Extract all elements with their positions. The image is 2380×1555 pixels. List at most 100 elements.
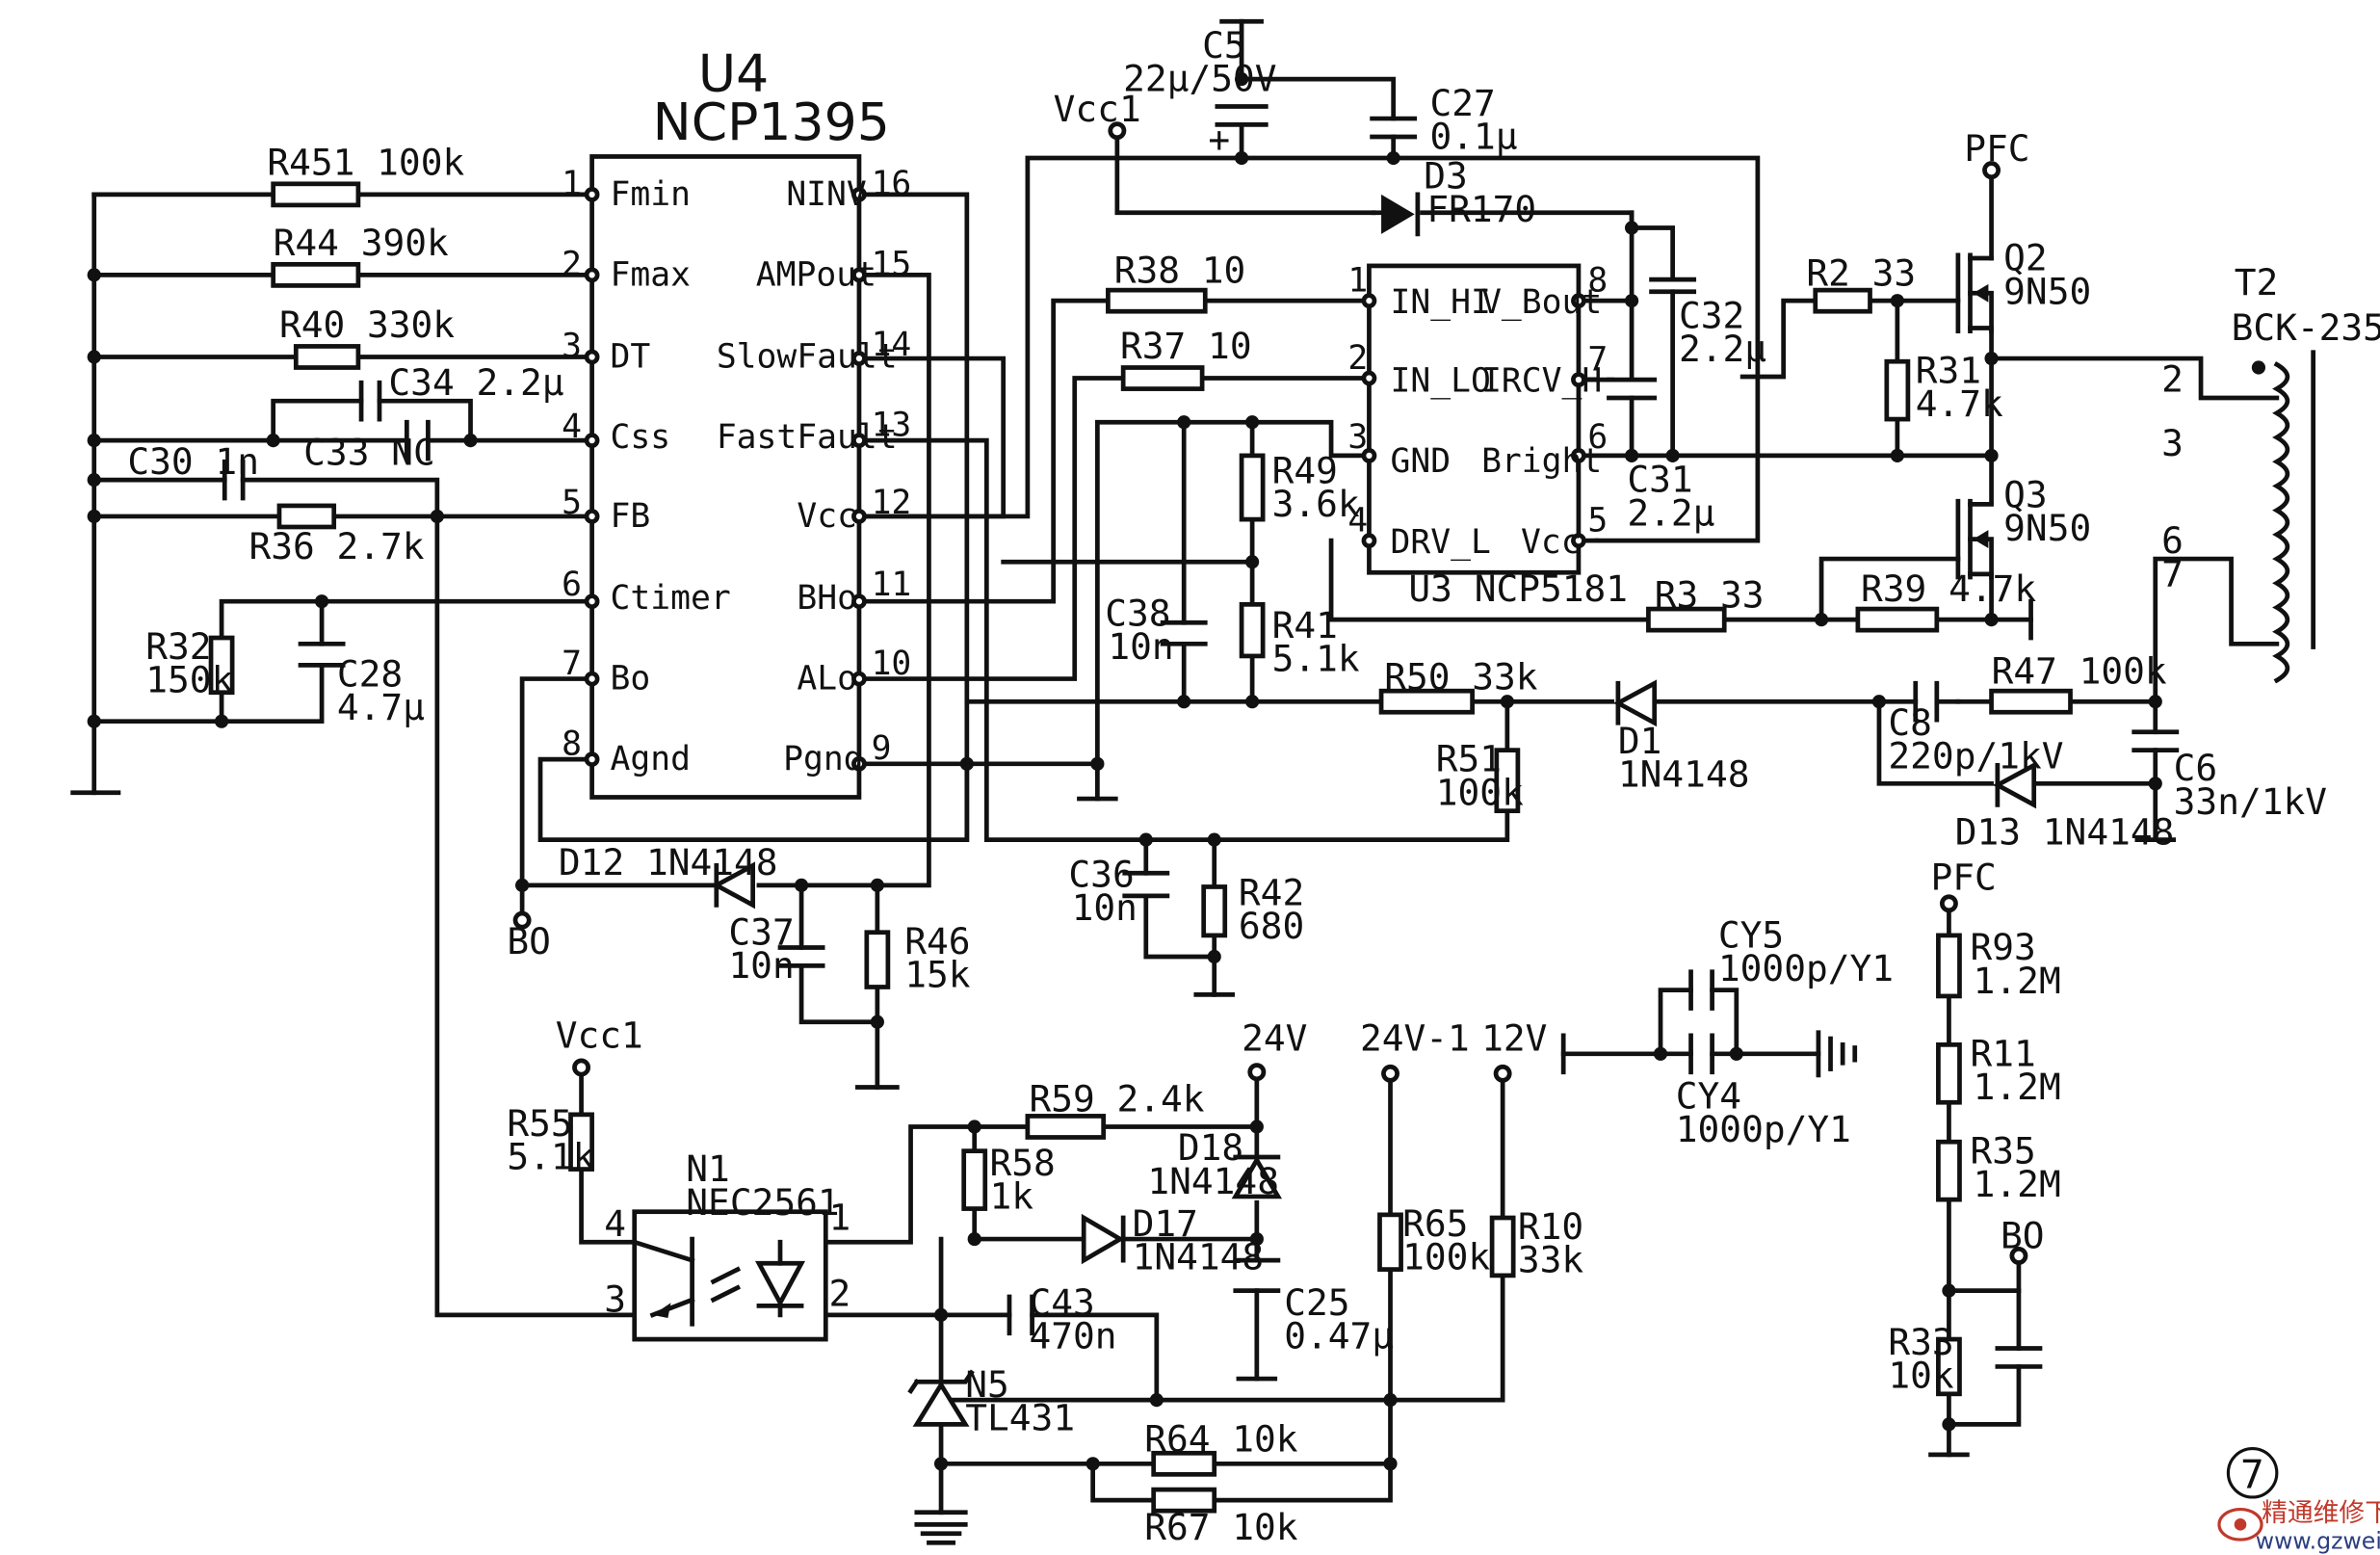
- r33-body: [1936, 1336, 1962, 1397]
- c36-ref: C36: [1068, 853, 1134, 895]
- u4-pin1-name: Fmin: [611, 175, 691, 214]
- d1-ref: D1: [1618, 720, 1662, 762]
- u4-pin14-name: SlowFault: [717, 338, 898, 377]
- v24-label: 24V: [1242, 1017, 1307, 1060]
- d1-body: [1612, 679, 1658, 727]
- page-number-badge: 7: [2226, 1446, 2279, 1499]
- r93-ref: R93: [1971, 926, 2036, 968]
- diodes: [711, 192, 2037, 1427]
- u3-pin8-name: V_Bout: [1481, 283, 1602, 322]
- page-number: 7: [2240, 1452, 2264, 1498]
- u4-pin12-num: 12: [872, 484, 912, 522]
- r39-label: R39 4.7k: [1861, 567, 2036, 610]
- ic-u4: U4 NCP1395 1 Fmin 2 Fmax 3 DT 4 Css 5 FB…: [562, 43, 912, 800]
- v12-terminal: [1493, 1064, 1512, 1083]
- c38-val: 10n: [1108, 625, 1173, 668]
- r47-label: R47 100k: [1992, 649, 2167, 692]
- n5-body: [907, 1369, 975, 1427]
- r40-body: [293, 344, 361, 370]
- r58-ref: R58: [989, 1142, 1055, 1184]
- d13-label: D13 1N4148: [1955, 810, 2175, 853]
- c27-body: [1370, 116, 1418, 140]
- n5-ref: N5: [965, 1363, 1009, 1406]
- r39-body: [1855, 606, 1940, 633]
- r31-body: [1884, 358, 1911, 422]
- c37-body: [777, 945, 825, 968]
- t2-pin-7: 7: [2161, 552, 2184, 594]
- u3-pin1-name: IN_HI: [1391, 283, 1491, 322]
- r10-ref: R10: [1518, 1205, 1583, 1248]
- c37-ref: C37: [728, 910, 794, 953]
- r37-label: R37 10: [1120, 325, 1252, 367]
- c28-body: [298, 641, 346, 668]
- vcc1-top-label: Vcc1: [1054, 88, 1141, 130]
- u4-pin3-name: DT: [611, 338, 651, 377]
- cy5-ref: CY5: [1718, 914, 1784, 957]
- r36-body: [276, 503, 337, 530]
- c37-val: 10n: [728, 944, 794, 987]
- vcc1-top-terminal: [1108, 121, 1127, 141]
- r451-label: R451 100k: [267, 141, 464, 183]
- r10-body: [1489, 1215, 1516, 1278]
- c33-body: [404, 419, 431, 461]
- u3-pin3-name: GND: [1391, 442, 1452, 481]
- r38-label: R38 10: [1114, 249, 1246, 291]
- c38-body: [1160, 619, 1208, 646]
- c27-val: 0.1μ: [1429, 116, 1517, 158]
- u3-pin7-num: 7: [1587, 341, 1608, 380]
- r49-ref: R49: [1272, 449, 1338, 491]
- u4-pin12-name: Vcc: [797, 497, 857, 536]
- bo-left-terminal: [512, 910, 532, 930]
- bo-right-label: BO: [2001, 1215, 2045, 1257]
- u4-pin1-num: 1: [562, 165, 582, 203]
- r50-label: R50 33k: [1384, 656, 1538, 698]
- terminals: [512, 121, 2028, 1265]
- r11-body: [1936, 1041, 1962, 1105]
- n5-val: TL431: [965, 1397, 1075, 1439]
- d17-ref: D17: [1133, 1202, 1198, 1245]
- r51-body: [1494, 748, 1521, 814]
- c8-body: [1913, 680, 1961, 723]
- r3-body: [1646, 606, 1727, 633]
- r40-label: R40 330k: [279, 303, 455, 346]
- watermark: 精通维修下载 www.gzweix.com: [2217, 1498, 2380, 1555]
- c33-label: C33 NC: [303, 431, 435, 473]
- t2-pin-6: 6: [2161, 519, 2184, 562]
- c34-label: C34 2.2μ: [388, 361, 563, 404]
- c8-val: 220p/1kV: [1888, 735, 2063, 778]
- r51-val: 100k: [1436, 771, 1524, 813]
- c6-val: 33n/1kV: [2174, 780, 2327, 823]
- r11-val: 1.2M: [1974, 1066, 2061, 1108]
- optocoupler-n1: [631, 1209, 828, 1342]
- c6-body: [2132, 729, 2180, 752]
- capacitors: +: [222, 104, 2180, 1369]
- u4-ref: U4: [698, 43, 769, 104]
- c5-ref: C5: [1202, 24, 1246, 66]
- c28-ref: C28: [337, 652, 403, 695]
- r3-label: R3 33: [1655, 574, 1765, 617]
- junction-dots: [87, 71, 2162, 1471]
- svg-text:+: +: [1208, 119, 1230, 161]
- t2-pin-3: 3: [2161, 422, 2184, 464]
- u3-pin7-name: IRCV_H: [1481, 362, 1602, 401]
- r42-body: [1201, 884, 1228, 938]
- u3-pin5-name: Vcc: [1521, 523, 1582, 562]
- q2-val: 9N50: [2003, 270, 2091, 312]
- r44-label: R44 390k: [274, 222, 449, 264]
- r35-val: 1.2M: [1974, 1163, 2061, 1205]
- u4-pin4-num: 4: [562, 408, 582, 446]
- c36-body: [1122, 870, 1170, 899]
- r65-body: [1377, 1212, 1403, 1272]
- r47-body: [1989, 688, 2073, 715]
- u4-pin7-name: Bo: [611, 660, 651, 698]
- r55-ref: R55: [507, 1102, 572, 1145]
- c6-ref: C6: [2174, 747, 2218, 789]
- r93-body: [1936, 933, 1962, 999]
- d17-body: [1081, 1213, 1126, 1265]
- r11-ref: R11: [1971, 1032, 2036, 1074]
- mosfet-q2: [1955, 252, 1994, 334]
- d13-body: [1992, 761, 2037, 809]
- r67-label: R67 10k: [1144, 1506, 1298, 1548]
- d12-label: D12 1N4148: [559, 841, 778, 883]
